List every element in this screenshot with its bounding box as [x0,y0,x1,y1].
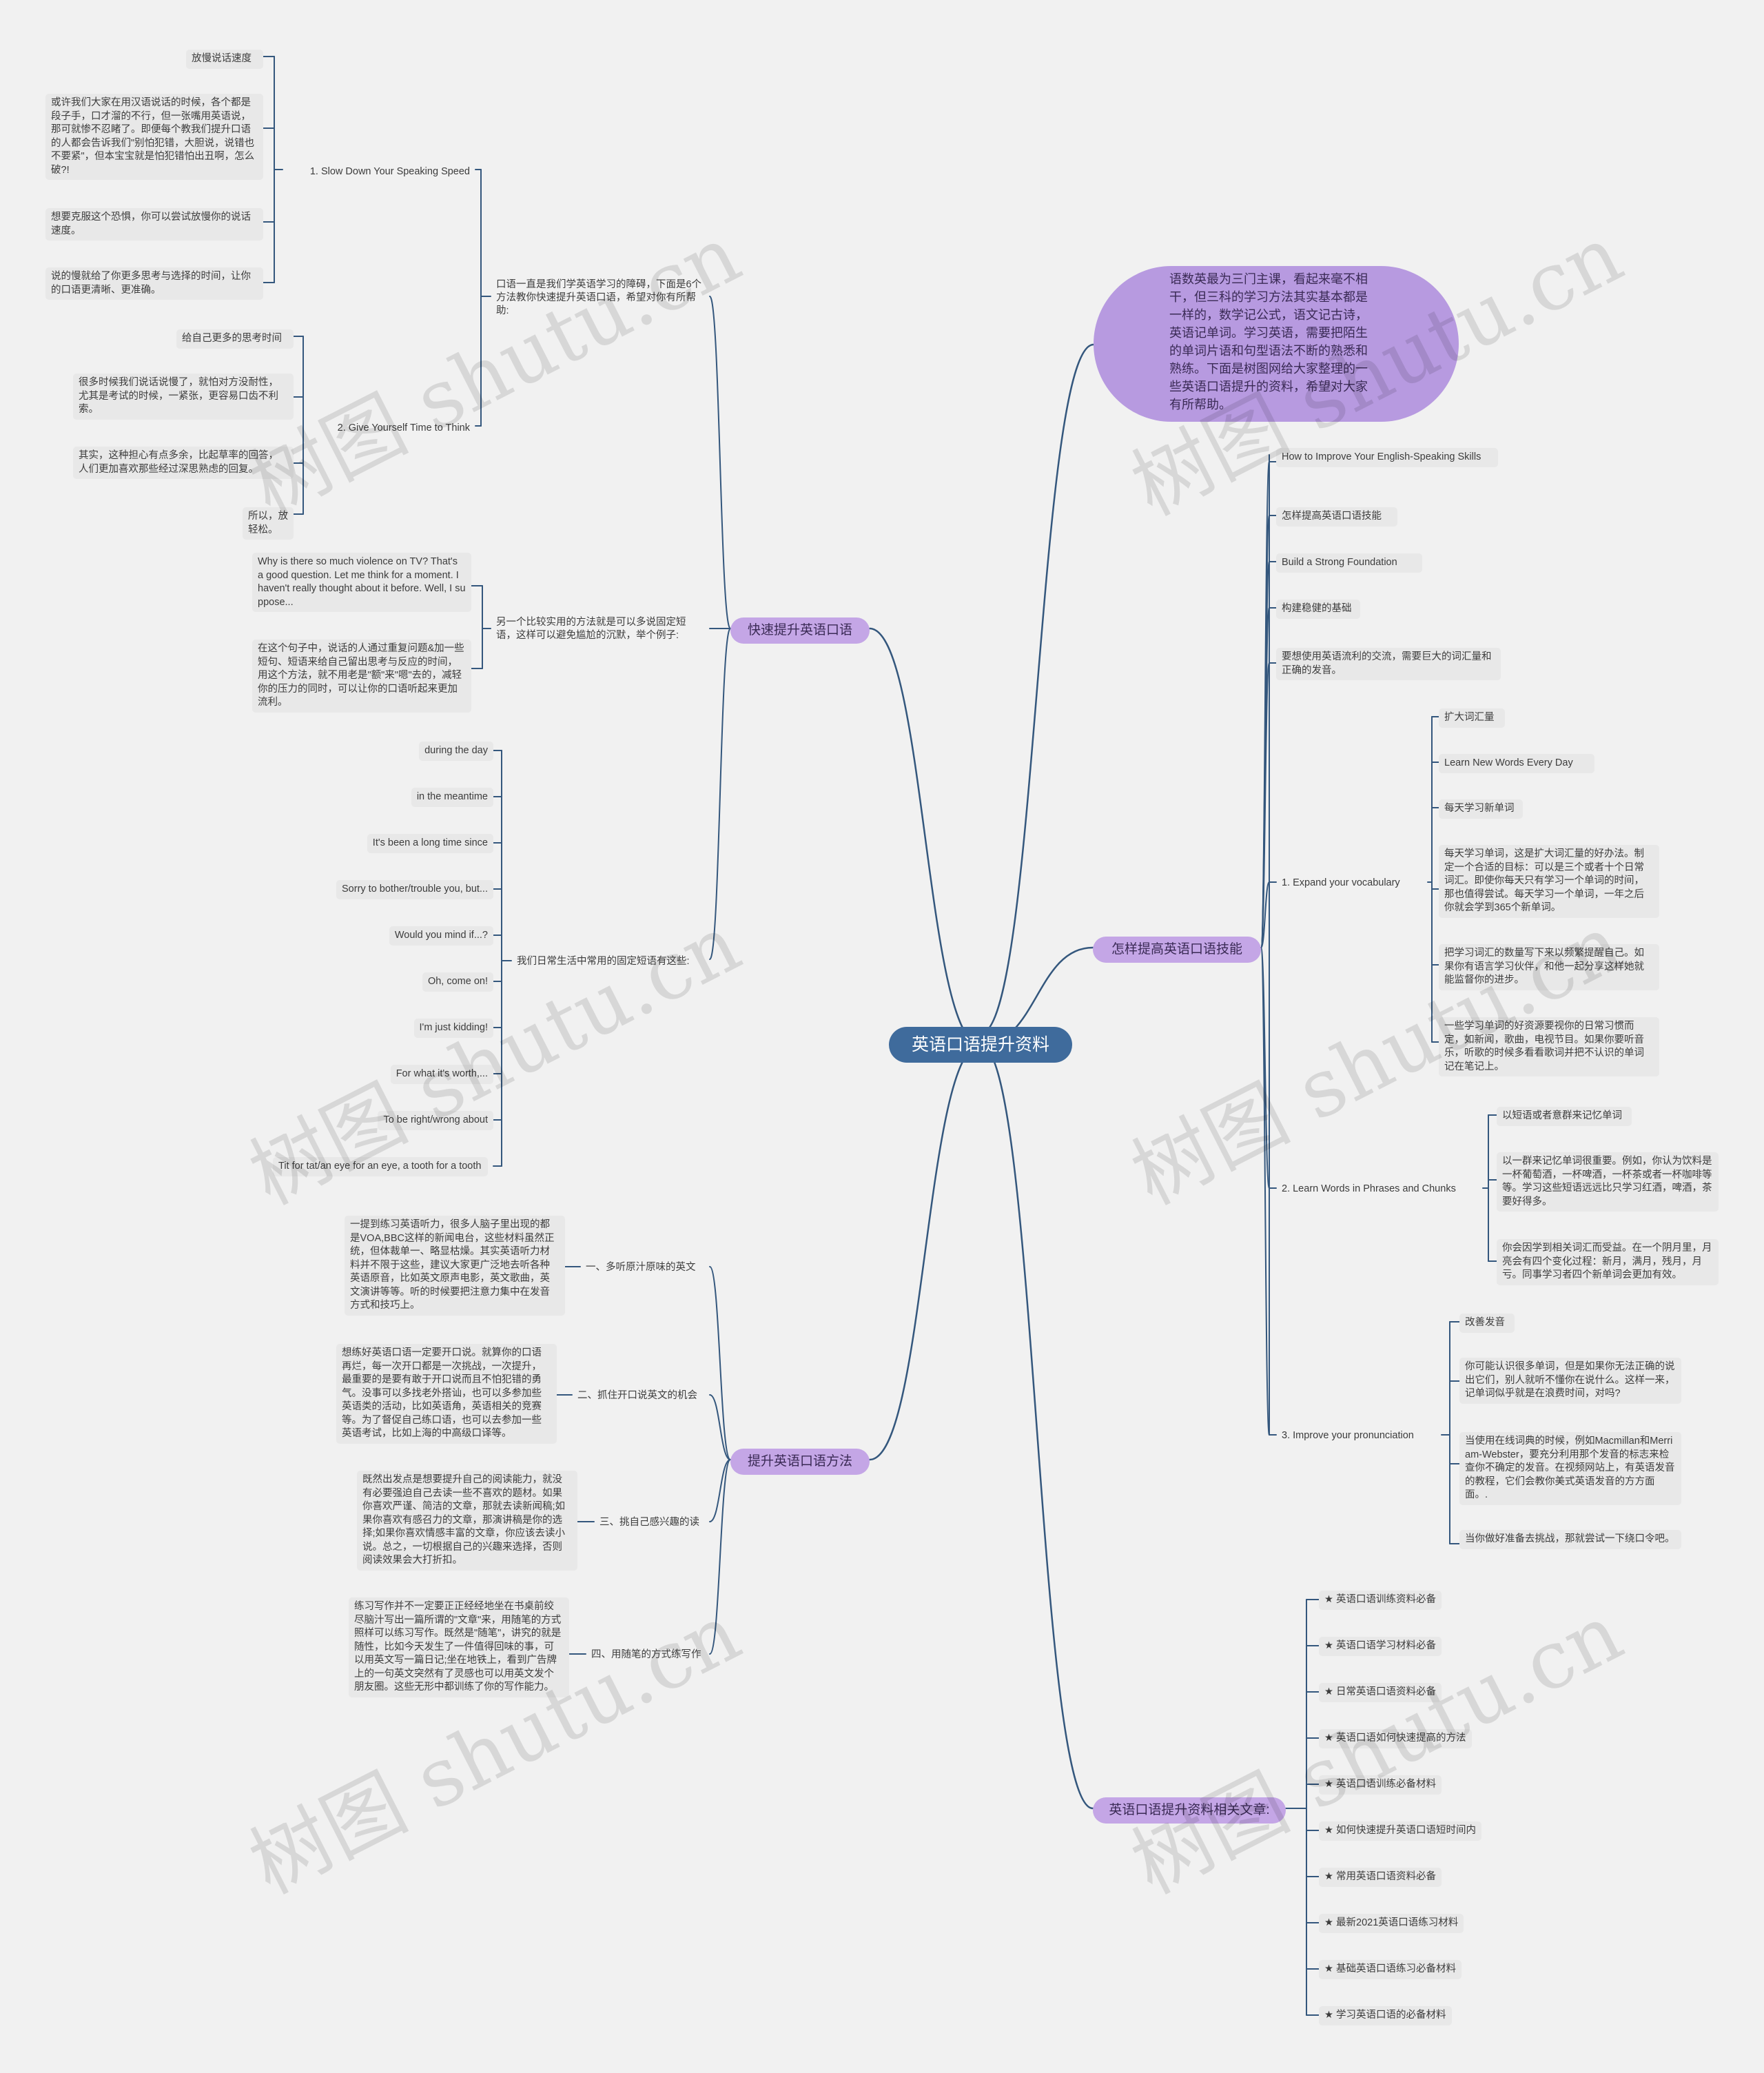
vocab-item-3: 每天学习新单词 [1439,799,1523,819]
related-article-link[interactable]: ★ 英语口语学习材料必备 [1319,1637,1442,1656]
slow-down-heading[interactable]: 1. Slow Down Your Speaking Speed [309,166,470,177]
related-article-link[interactable]: ★ 英语口语训练必备材料 [1319,1775,1442,1795]
related-article-link[interactable]: ★ 最新2021英语口语练习材料 [1319,1914,1464,1933]
method-1-heading[interactable]: 一、多听原汁原味的英文 [586,1262,696,1273]
method-3-text: 既然出发点是想要提升自己的阅读能力，就没有必要强迫自己去读一些不喜欢的题材。如果… [357,1471,577,1571]
common-phrases-heading[interactable]: 我们日常生活中常用的固定短语有这些: [517,956,690,967]
skills-item-5: 要想使用英语流利的交流，需要巨大的词汇量和正确的发音。 [1276,648,1501,680]
fixed-example-english: Why is there so much violence on TV? Tha… [252,553,471,612]
skills-item-1: How to Improve Your English-Speaking Ski… [1276,448,1498,467]
fixed-phrase-method[interactable]: 另一个比较实用的方法就是可以多说固定短语，这样可以避免尴尬的沉默，举个例子: [496,617,686,641]
phrase-item: To be right/wrong about [378,1111,493,1130]
pron-item-4: 当你做好准备去挑战，那就尝试一下绕口令吧。 [1459,1530,1681,1549]
method-2-text: 想练好英语口语一定要开口说。就算你的口语再烂，每一次开口都是一次挑战，一次提升，… [336,1344,557,1444]
skills-item-4: 构建稳健的基础 [1276,600,1360,619]
vocab-item-2: Learn New Words Every Day [1439,754,1594,773]
pronunciation-heading[interactable]: 3. Improve your pronunciation [1282,1430,1414,1441]
method-2-heading[interactable]: 二、抓住开口说英文的机会 [577,1390,697,1401]
slow-item-3: 想要克服这个恐惧，你可以尝试放慢你的说话速度。 [45,208,263,241]
chunks-item-3: 你会因学到相关词汇而受益。在一个阴月里，月亮会有四个变化过程：新月，满月，残月，… [1497,1239,1719,1285]
think-heading[interactable]: 2. Give Yourself Time to Think [337,422,470,433]
chunks-heading[interactable]: 2. Learn Words in Phrases and Chunks [1282,1183,1456,1194]
method-3-heading[interactable]: 三、挑自己感兴趣的读 [599,1517,699,1528]
intro-bubble: 语数英最为三门主课，看起来毫不相干，但三科的学习方法其实基本都是一样的，数学记公… [1094,266,1459,422]
phrase-item: I'm just kidding! [413,1019,493,1038]
chunks-item-2: 以一群来记忆单词很重要。例如，你认为饮料是一杯葡萄酒，一杯啤酒，一杯茶或者一杯咖… [1497,1152,1719,1212]
related-article-link[interactable]: ★ 基础英语口语练习必备材料 [1319,1960,1462,1979]
related-article-link[interactable]: ★ 日常英语口语资料必备 [1319,1683,1442,1702]
phrase-item: in the meantime [411,788,493,807]
branch-speaking-skills[interactable]: 怎样提高英语口语技能 [1093,937,1261,963]
think-item-4: 所以，放轻松。 [243,507,294,540]
phrase-item: Tit for tat/an eye for an eye, a tooth f… [273,1157,488,1176]
related-article-link[interactable]: ★ 英语口语如何快速提高的方法 [1319,1729,1472,1748]
method-4-text: 练习写作并不一定要正正经经地坐在书桌前绞尽脑汁写出一篇所谓的"文章"来，用随笔的… [349,1597,569,1697]
vocab-item-1: 扩大词汇量 [1439,708,1505,728]
root-node[interactable]: 英语口语提升资料 [889,1027,1072,1063]
think-item-3: 其实，这种担心有点多余，比起草率的回答，人们更加喜欢那些经过深思熟虑的回复。 [73,447,294,479]
phrase-item: Would you mind if...? [389,926,493,946]
branch-related-articles[interactable]: 英语口语提升资料相关文章: [1093,1797,1286,1824]
intro-text: 语数英最为三门主课，看起来毫不相干，但三科的学习方法其实基本都是一样的，数学记公… [1169,272,1368,411]
related-article-link[interactable]: ★ 常用英语口语资料必备 [1319,1868,1442,1887]
skills-item-3: Build a Strong Foundation [1276,553,1422,573]
related-article-link[interactable]: ★ 如何快速提升英语口语短时间内 [1319,1821,1482,1841]
pron-item-3: 当使用在线词典的时候，例如Macmillan和Merriam-Webster，要… [1459,1432,1681,1505]
skills-item-2: 怎样提高英语口语技能 [1276,507,1397,527]
pron-item-1: 改善发音 [1459,1314,1515,1333]
slow-item-1: 放慢说话速度 [186,50,263,69]
phrase-item: It's been a long time since [367,834,493,853]
fixed-example-explanation: 在这个句子中，说话的人通过重复问题&加一些短句、短语来给自己留出思考与反应的时间… [252,640,471,713]
phrase-item: For what it's worth,... [390,1065,493,1084]
phrase-item: Sorry to bother/trouble you, but... [336,880,493,899]
phrase-item: during the day [419,742,493,761]
phrase-item: Oh, come on! [422,972,493,992]
pron-item-2: 你可能认识很多单词，但是如果你无法正确的说出它们，别人就听不懂你在说什么。这样一… [1459,1358,1681,1404]
vocab-item-4: 每天学习单词，这是扩大词汇量的好办法。制定一个合适的目标：可以是三个或者十个日常… [1439,845,1659,918]
related-article-link[interactable]: ★ 学习英语口语的必备材料 [1319,2006,1452,2025]
method-1-text: 一提到练习英语听力，很多人脑子里出现的都是VOA,BBC这样的新闻电台，这些材料… [345,1216,565,1316]
vocab-item-5: 把学习词汇的数量写下来以频繁提醒自己。如果你有语言学习伙伴，和他一起分享这样她就… [1439,944,1659,990]
think-item-2: 很多时候我们说话说慢了，就怕对方没耐性，尤其是考试的时候，一紧张，更容易口齿不利… [73,374,294,420]
slow-item-4: 说的慢就给了你更多思考与选择的时间，让你的口语更清晰、更准确。 [45,267,263,300]
method-4-heading[interactable]: 四、用随笔的方式练写作 [591,1649,701,1660]
slow-item-2: 或许我们大家在用汉语说话的时候，各个都是段子手，口才溜的不行，但一张嘴用英语说，… [45,94,263,180]
quick-intro-text: 口语一直是我们学英语学习的障碍，下面是6个方法教你快速提升英语口语，希望对你有所… [496,279,702,316]
think-item-1: 给自己更多的思考时间 [176,329,294,349]
chunks-item-1: 以短语或者意群来记忆单词 [1497,1107,1632,1126]
branch-quick-speaking[interactable]: 快速提升英语口语 [730,617,870,644]
branch-speaking-method[interactable]: 提升英语口语方法 [730,1449,870,1475]
related-article-link[interactable]: ★ 英语口语训练资料必备 [1319,1591,1442,1610]
vocab-item-6: 一些学习单词的好资源要视你的日常习惯而定，如新闻，歌曲，电视节目。如果你要听音乐… [1439,1017,1659,1076]
vocab-heading[interactable]: 1. Expand your vocabulary [1282,877,1400,888]
